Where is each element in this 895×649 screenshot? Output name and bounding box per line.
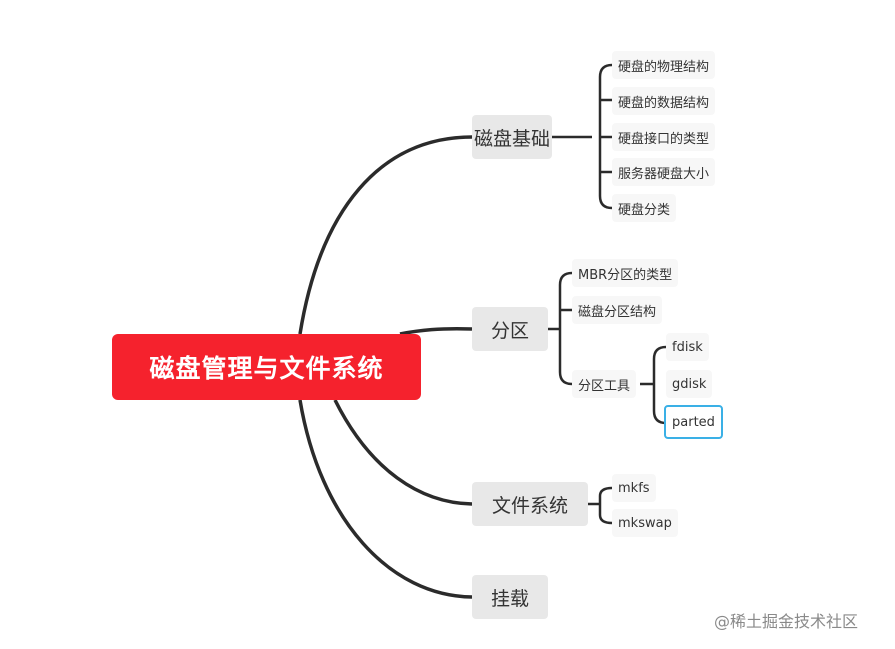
subtopic-interface-types[interactable]: 硬盘接口的类型 xyxy=(612,123,716,151)
subtopic-server-disk-size[interactable]: 服务器硬盘大小 xyxy=(612,158,716,186)
root-topic[interactable]: 磁盘管理与文件系统 xyxy=(112,334,421,400)
topic-filesystem[interactable]: 文件系统 xyxy=(472,482,588,526)
bracket-branch-0 xyxy=(552,63,613,210)
tool-fdisk[interactable]: fdisk xyxy=(666,333,709,361)
subtopic-partition-structure[interactable]: 磁盘分区结构 xyxy=(572,296,663,324)
topic-partition[interactable]: 分区 xyxy=(472,307,548,351)
connector-root-branch-2 xyxy=(333,399,473,506)
topic-mount[interactable]: 挂载 xyxy=(472,575,548,619)
connector-root-branch-1 xyxy=(399,327,473,336)
subtopic-mbr-types[interactable]: MBR分区的类型 xyxy=(572,259,679,287)
subtopic-disk-classification[interactable]: 硬盘分类 xyxy=(612,194,677,222)
subtopic-mkfs[interactable]: mkfs xyxy=(612,474,656,502)
tool-parted[interactable]: parted xyxy=(664,405,723,439)
subtopic-mkswap[interactable]: mkswap xyxy=(612,509,678,537)
subtopic-physical-structure[interactable]: 硬盘的物理结构 xyxy=(612,51,716,79)
bracket-branch-2 xyxy=(588,486,613,525)
tool-gdisk[interactable]: gdisk xyxy=(666,370,713,398)
topic-disk-basics[interactable]: 磁盘基础 xyxy=(472,115,552,159)
connector-root-branch-3 xyxy=(298,399,473,599)
bracket-tools xyxy=(640,345,667,425)
watermark: @稀土掘金技术社区 xyxy=(714,612,859,631)
subtopic-partition-tools[interactable]: 分区工具 xyxy=(572,370,637,398)
connector-root-branch-0 xyxy=(298,135,473,335)
bracket-branch-1 xyxy=(548,271,573,386)
subtopic-data-structure[interactable]: 硬盘的数据结构 xyxy=(612,87,716,115)
